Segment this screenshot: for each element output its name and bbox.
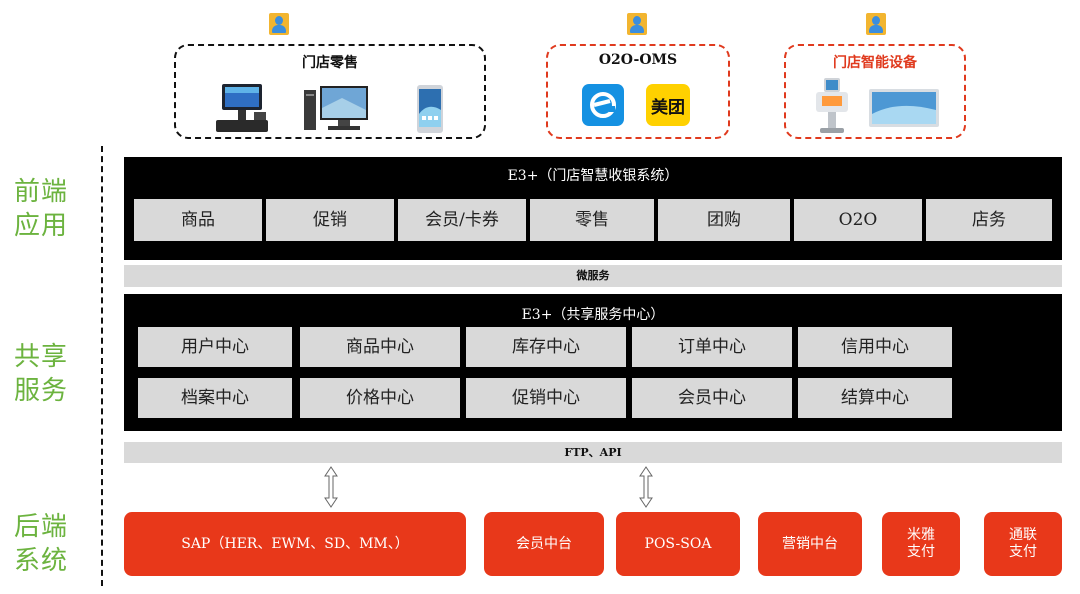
smart-device-group: 门店智能设备 — [784, 44, 966, 139]
microservice-bar: 微服务 — [124, 265, 1062, 287]
front-app-panel: E3+（门店智慧收银系统） 商品 促销 会员/卡券 零售 团购 O2O 店务 — [124, 157, 1062, 260]
display-panel-icon — [869, 89, 939, 127]
front-cell: 会员/卡券 — [398, 199, 526, 241]
shared-cell: 会员中心 — [632, 378, 792, 418]
group-title: O2O-OMS — [598, 52, 678, 68]
ftp-api-bar: FTP、API — [124, 442, 1062, 463]
layer-label-shared: 共享 服务 — [14, 342, 69, 406]
shared-cell: 用户中心 — [138, 327, 292, 367]
front-cell: 店务 — [926, 199, 1052, 241]
user-icon — [866, 13, 886, 35]
group-title: 门店智能设备 — [833, 55, 917, 71]
eleme-logo-icon — [582, 84, 624, 126]
backend-label: 营销中台 — [782, 535, 838, 552]
o2o-oms-group: O2O-OMS 美团 — [546, 44, 730, 139]
user-icon — [627, 13, 647, 35]
layer-label-back: 后端 系统 — [14, 512, 69, 576]
backend-label: SAP（HER、EWM、SD、MM、） — [181, 535, 409, 552]
layer-label-front: 前端 应用 — [14, 177, 69, 241]
backend-pos-soa: POS-SOA — [616, 512, 740, 576]
shared-cell: 档案中心 — [138, 378, 292, 418]
double-arrow-icon — [324, 466, 338, 508]
shared-cell: 商品中心 — [300, 327, 460, 367]
shared-service-panel: E3+（共享服务中心） 用户中心 商品中心 库存中心 订单中心 信用中心 档案中… — [124, 294, 1062, 431]
backend-member-platform: 会员中台 — [484, 512, 604, 576]
user-icon — [269, 13, 289, 35]
layer-divider — [101, 146, 103, 586]
panel-title: E3+（门店智慧收银系统） — [507, 168, 679, 184]
shared-cell: 价格中心 — [300, 378, 460, 418]
panel-title: E3+（共享服务中心） — [521, 307, 665, 323]
backend-label: 会员中台 — [516, 535, 572, 552]
tablet-icon — [417, 85, 443, 133]
shared-cell: 信用中心 — [798, 327, 952, 367]
backend-marketing-platform: 营销中台 — [758, 512, 862, 576]
front-cell: 促销 — [266, 199, 394, 241]
front-cell: 零售 — [530, 199, 654, 241]
double-arrow-icon — [639, 466, 653, 508]
backend-label: 通联 支付 — [1009, 527, 1037, 560]
front-cell: O2O — [794, 199, 922, 241]
shared-cell: 结算中心 — [798, 378, 952, 418]
front-cell: 团购 — [658, 199, 790, 241]
backend-miya-payment: 米雅 支付 — [882, 512, 960, 576]
backend-allinpay-payment: 通联 支付 — [984, 512, 1062, 576]
pos-terminal-icon — [216, 84, 268, 132]
meituan-logo-text: 美团 — [651, 97, 685, 118]
meituan-logo-icon: 美团 — [646, 84, 690, 126]
backend-sap: SAP（HER、EWM、SD、MM、） — [124, 512, 466, 576]
backend-label: 米雅 支付 — [907, 527, 935, 560]
front-cell: 商品 — [134, 199, 262, 241]
desktop-computer-icon — [304, 86, 368, 130]
self-service-kiosk-icon — [816, 78, 848, 133]
shared-cell: 库存中心 — [466, 327, 626, 367]
shared-cell: 订单中心 — [632, 327, 792, 367]
backend-label: POS-SOA — [644, 535, 712, 552]
group-title: 门店零售 — [302, 55, 358, 71]
shared-cell: 促销中心 — [466, 378, 626, 418]
store-retail-group: 门店零售 — [174, 44, 486, 139]
